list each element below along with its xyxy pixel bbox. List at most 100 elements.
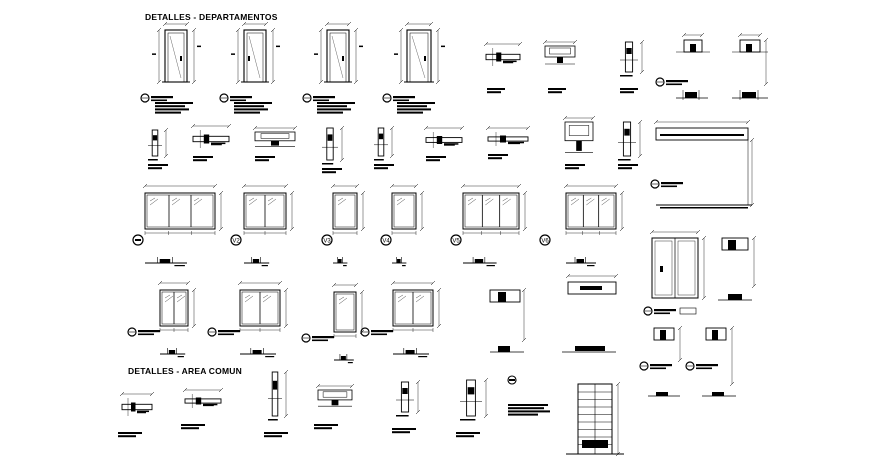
base-detail-d bbox=[702, 392, 736, 397]
base-detail-c bbox=[648, 392, 680, 397]
door-elevation-1 bbox=[152, 21, 201, 85]
sill-detail-row4 bbox=[489, 287, 527, 353]
window-tag-label: V3 bbox=[323, 239, 331, 245]
window-row4-tag-4 bbox=[360, 327, 393, 337]
window-tag-2: V3 bbox=[321, 234, 333, 246]
area-comun-detail-3 bbox=[268, 369, 289, 421]
section-note-row2-5 bbox=[374, 164, 394, 170]
sill-row3-5 bbox=[463, 257, 497, 267]
title-detalles-area-comun: DETALLES - AREA COMUN bbox=[128, 366, 242, 376]
window-elevation-row4-4 bbox=[390, 280, 442, 332]
area-comun-notes bbox=[507, 375, 517, 385]
section-note-row2-7 bbox=[488, 154, 508, 160]
door-tag-1 bbox=[140, 93, 173, 103]
lintel-detail-b bbox=[732, 32, 769, 87]
sill-row3-6 bbox=[566, 257, 596, 267]
sill-row3-1 bbox=[145, 257, 187, 267]
door-tag-2 bbox=[219, 93, 252, 103]
section-detail-row2-8 bbox=[562, 115, 596, 153]
window-tag-4: V5 bbox=[450, 234, 462, 246]
section-detail-row2-6 bbox=[423, 125, 465, 148]
beam-section bbox=[653, 119, 755, 209]
window-tag-label: V2 bbox=[232, 239, 240, 245]
section-note-row2-9 bbox=[618, 164, 638, 170]
section-note-row2-8 bbox=[565, 164, 585, 170]
window-tag-label: V4 bbox=[382, 239, 390, 245]
stair-elevation bbox=[566, 381, 624, 457]
wall-detail-right bbox=[718, 235, 757, 301]
door-notes-3 bbox=[317, 102, 355, 114]
window-row4-tag-3 bbox=[301, 333, 334, 343]
jamb-note-3 bbox=[620, 88, 638, 94]
area-comun-note-5 bbox=[392, 428, 416, 434]
window-row4-tag-1 bbox=[127, 327, 160, 337]
window-elevation-row3-6 bbox=[563, 183, 625, 235]
door-tag-right bbox=[643, 306, 676, 316]
lintel-detail-d bbox=[705, 325, 735, 387]
window-elevation-row3-2 bbox=[241, 183, 295, 235]
window-tag-0 bbox=[132, 234, 144, 246]
section-note-row2-4 bbox=[322, 168, 342, 174]
jamb-note-2 bbox=[548, 88, 566, 94]
section-note-row2-6 bbox=[426, 156, 446, 162]
door-elevation-4 bbox=[394, 21, 445, 85]
area-comun-detail-5 bbox=[396, 379, 421, 417]
door-notes-1 bbox=[155, 102, 193, 114]
lintel-detail-a bbox=[676, 32, 710, 53]
detail-tag-c bbox=[639, 361, 672, 371]
section-detail-row2-5 bbox=[374, 125, 395, 161]
area-comun-note-4 bbox=[314, 424, 338, 430]
area-comun-detail-4 bbox=[315, 383, 355, 407]
lintel-detail-c bbox=[653, 325, 683, 363]
section-note-row2-1 bbox=[148, 164, 168, 170]
window-tag-label: V5 bbox=[452, 239, 460, 245]
sill-row4-3 bbox=[334, 354, 354, 364]
sill-row4-2 bbox=[240, 348, 276, 358]
area-comun-note-6 bbox=[456, 432, 480, 438]
window-elevation-row4-3 bbox=[331, 282, 365, 338]
window-elevation-row3-5 bbox=[460, 183, 528, 235]
area-comun-detail-1 bbox=[119, 391, 155, 416]
area-comun-note-2 bbox=[181, 424, 205, 430]
window-elevation-row4-2 bbox=[237, 280, 289, 332]
jamb-detail-3 bbox=[620, 39, 645, 77]
section-detail-row2-1 bbox=[148, 127, 169, 161]
area-comun-note-1 bbox=[118, 432, 142, 438]
jamb-detail-1 bbox=[483, 41, 523, 66]
area-comun-detail-6 bbox=[460, 377, 489, 421]
section-detail-row2-2 bbox=[190, 123, 232, 148]
sill-row4-4 bbox=[393, 348, 429, 358]
beam-tag bbox=[650, 179, 683, 189]
window-elevation-row3-1 bbox=[142, 183, 224, 235]
door-elevation-2 bbox=[231, 21, 280, 85]
sill-row3-3 bbox=[333, 257, 348, 267]
window-row4-tag-2 bbox=[207, 327, 240, 337]
sill-detail-row4b bbox=[562, 273, 619, 353]
title-detalles-departamentos: DETALLES - DEPARTAMENTOS bbox=[145, 12, 278, 22]
base-detail-b bbox=[732, 90, 768, 100]
door-elevation-right bbox=[649, 229, 707, 315]
sill-row4-1 bbox=[160, 348, 186, 358]
detail-tag-d bbox=[685, 361, 718, 371]
section-note-row2-2 bbox=[193, 156, 213, 162]
window-elevation-row4-1 bbox=[157, 280, 197, 332]
door-notes-2 bbox=[234, 102, 272, 114]
jamb-note-1 bbox=[487, 88, 505, 94]
detail-tag-top-right bbox=[655, 77, 688, 87]
jamb-detail-2 bbox=[542, 39, 578, 65]
window-elevation-row3-3 bbox=[330, 183, 366, 235]
door-elevation-3 bbox=[314, 21, 363, 85]
sill-row3-2 bbox=[244, 257, 270, 267]
section-detail-row2-3 bbox=[252, 125, 298, 147]
section-detail-row2-7 bbox=[485, 125, 531, 146]
area-comun-note-3 bbox=[264, 432, 288, 438]
area-comun-detail-2 bbox=[182, 387, 224, 408]
area-comun-spec-notes bbox=[508, 404, 550, 416]
door-tag-4 bbox=[382, 93, 415, 103]
door-tag-3 bbox=[302, 93, 335, 103]
section-note-row2-3 bbox=[255, 156, 275, 162]
section-detail-row2-9 bbox=[618, 119, 643, 161]
window-tag-5: V6 bbox=[539, 234, 551, 246]
